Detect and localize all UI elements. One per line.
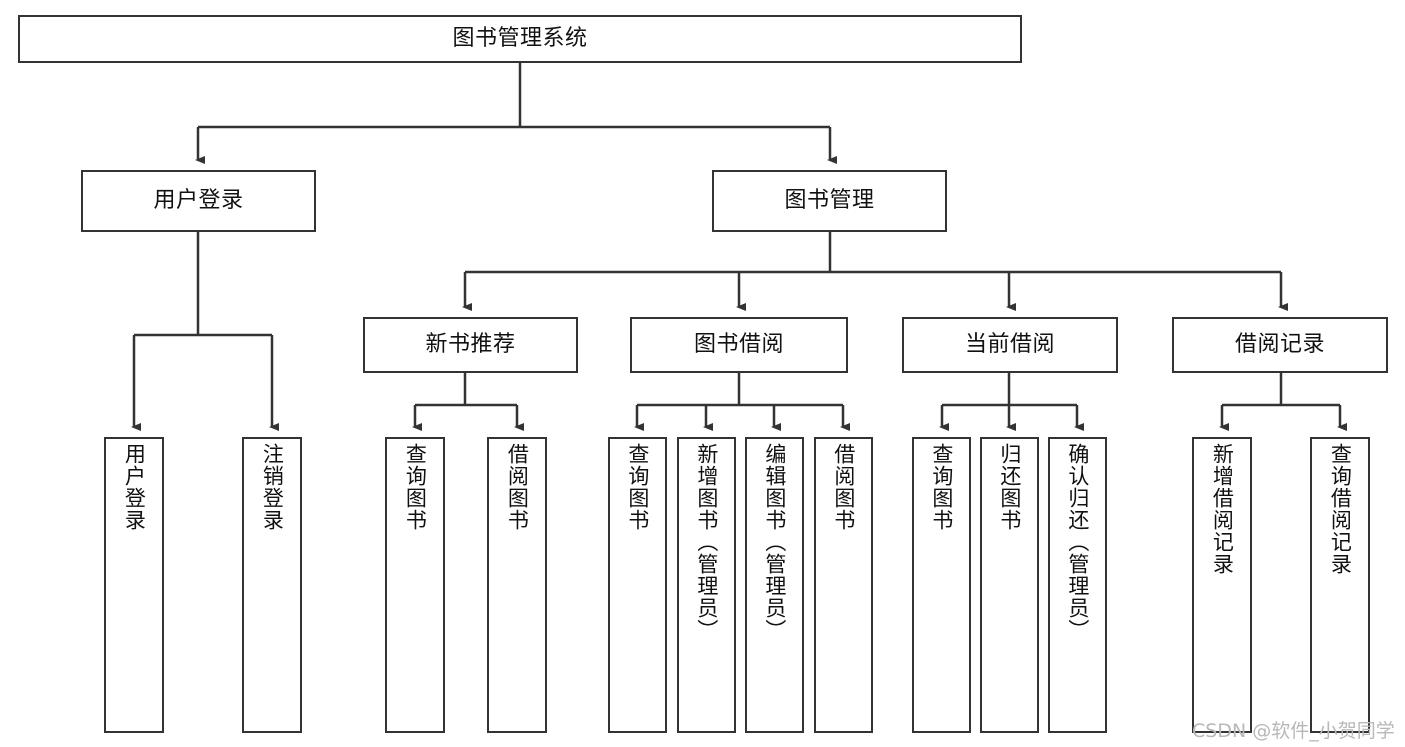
node-book-borrow[interactable]: 图书借阅 — [630, 317, 848, 373]
node-current-borrow-label: 当前借阅 — [964, 331, 1055, 357]
node-book-borrow-label: 图书借阅 — [693, 331, 784, 357]
node-leaf-edit-book-admin[interactable]: 编辑图书（管理员） — [745, 437, 804, 733]
node-leaf-user-login[interactable]: 用户登录 — [104, 437, 164, 733]
node-book-management-label: 图书管理 — [784, 187, 875, 213]
node-leaf-borrow-book-newbook[interactable]: 借阅图书 — [487, 437, 547, 733]
node-leaf-query-book-newbook-label: 查询图书 — [403, 443, 428, 531]
node-leaf-query-borrow-record[interactable]: 查询借阅记录 — [1310, 437, 1370, 733]
node-new-book-recommend[interactable]: 新书推荐 — [363, 317, 578, 373]
node-leaf-query-book-newbook[interactable]: 查询图书 — [385, 437, 445, 733]
node-leaf-user-login-label: 用户登录 — [122, 443, 147, 531]
node-leaf-logout-label: 注销登录 — [260, 443, 285, 531]
node-leaf-query-book-borrow-label: 查询图书 — [625, 443, 650, 531]
node-leaf-query-book-current-label: 查询图书 — [929, 443, 954, 531]
node-leaf-borrow-book[interactable]: 借阅图书 — [814, 437, 873, 733]
node-current-borrow[interactable]: 当前借阅 — [902, 317, 1118, 373]
node-leaf-borrow-book-label: 借阅图书 — [831, 443, 856, 531]
node-user-login-label: 用户登录 — [153, 187, 244, 213]
node-leaf-return-book[interactable]: 归还图书 — [980, 437, 1039, 733]
node-borrow-records-label: 借阅记录 — [1234, 331, 1325, 357]
node-book-management[interactable]: 图书管理 — [712, 170, 947, 232]
node-leaf-logout[interactable]: 注销登录 — [242, 437, 302, 733]
node-leaf-add-borrow-record-label: 新增借阅记录 — [1210, 443, 1235, 575]
node-root-label: 图书管理系统 — [452, 25, 588, 51]
node-leaf-add-book-admin[interactable]: 新增图书（管理员） — [677, 437, 736, 733]
node-leaf-query-book-borrow[interactable]: 查询图书 — [608, 437, 667, 733]
node-leaf-add-borrow-record[interactable]: 新增借阅记录 — [1192, 437, 1252, 733]
node-leaf-edit-book-admin-label: 编辑图书（管理员） — [762, 443, 787, 641]
node-leaf-query-book-current[interactable]: 查询图书 — [912, 437, 971, 733]
node-leaf-query-borrow-record-label: 查询借阅记录 — [1328, 443, 1353, 575]
node-leaf-borrow-book-newbook-label: 借阅图书 — [505, 443, 530, 531]
node-new-book-recommend-label: 新书推荐 — [425, 331, 516, 357]
node-leaf-confirm-return-admin-label: 确认归还（管理员） — [1065, 443, 1090, 641]
node-leaf-confirm-return-admin[interactable]: 确认归还（管理员） — [1048, 437, 1107, 733]
node-leaf-add-book-admin-label: 新增图书（管理员） — [694, 443, 719, 641]
node-leaf-return-book-label: 归还图书 — [997, 443, 1022, 531]
node-user-login[interactable]: 用户登录 — [81, 170, 316, 232]
node-borrow-records[interactable]: 借阅记录 — [1172, 317, 1388, 373]
node-root[interactable]: 图书管理系统 — [18, 15, 1022, 63]
